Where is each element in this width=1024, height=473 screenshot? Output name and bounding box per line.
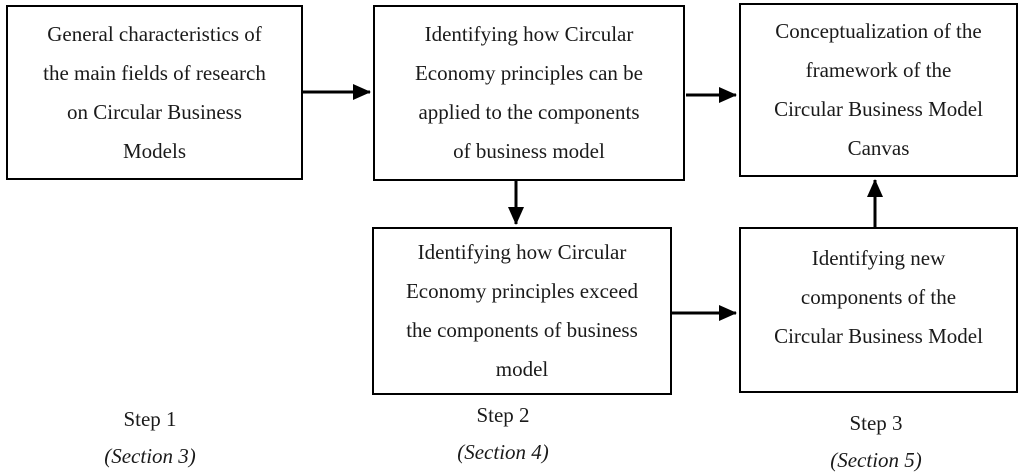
step-3-section: (Section 5) (830, 448, 922, 472)
box-general-characteristics-text: General characteristics of the main fiel… (43, 21, 266, 163)
box-ce-principles-exceed: Identifying how Circular Economy princip… (372, 227, 672, 395)
box-ce-principles-applied-text: Identifying how Circular Economy princip… (414, 22, 643, 163)
box-ce-principles-exceed-text: Identifying how Circular Economy princip… (405, 240, 639, 381)
step-1-label-group: Step 1 (Section 3) (40, 406, 260, 469)
step-1-label: Step 1 (123, 407, 177, 431)
step-2-section: (Section 4) (457, 440, 549, 464)
step-3-label: Step 3 (849, 411, 903, 435)
step-2-label-group: Step 2 (Section 4) (393, 402, 613, 465)
step-2-label: Step 2 (476, 403, 530, 427)
box-new-components-text: Identifying new components of the Circul… (774, 246, 983, 348)
step-1-section: (Section 3) (104, 444, 196, 468)
box-general-characteristics: General characteristics of the main fiel… (6, 5, 303, 180)
box-new-components: Identifying new components of the Circul… (739, 227, 1018, 393)
box-conceptualization-framework: Conceptualization of the framework of th… (739, 3, 1018, 177)
box-ce-principles-applied: Identifying how Circular Economy princip… (373, 5, 685, 181)
step-3-label-group: Step 3 (Section 5) (766, 410, 986, 473)
box-conceptualization-framework-text: Conceptualization of the framework of th… (774, 19, 983, 160)
